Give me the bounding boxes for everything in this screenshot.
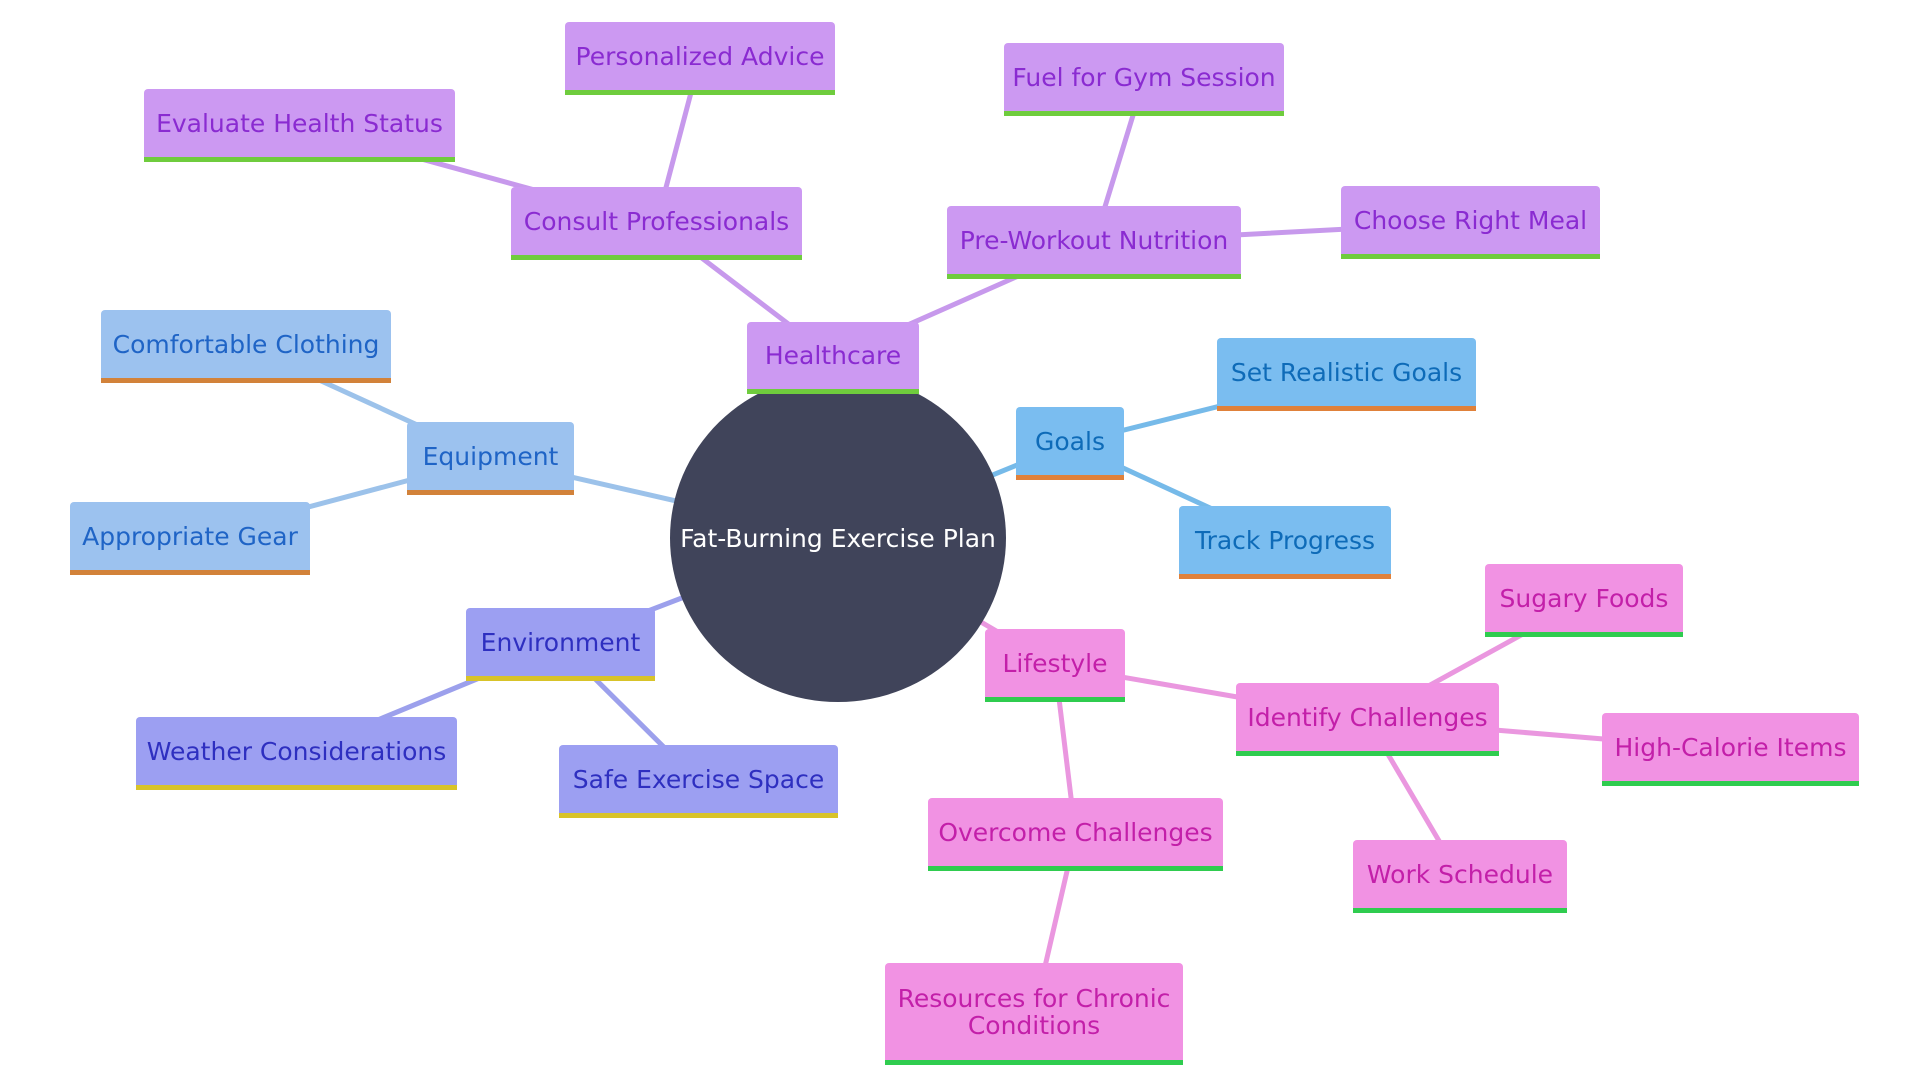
node-goals[interactable]: Goals [1016,407,1124,480]
node-appropriate-gear[interactable]: Appropriate Gear [70,502,310,575]
node-high-calorie-items[interactable]: High-Calorie Items [1602,713,1859,786]
node-equipment[interactable]: Equipment [407,422,574,495]
node-fuel-for-gym-session[interactable]: Fuel for Gym Session [1004,43,1284,116]
node-healthcare[interactable]: Healthcare [747,322,919,394]
node-comfortable-clothing[interactable]: Comfortable Clothing [101,310,391,383]
node-overcome-challenges[interactable]: Overcome Challenges [928,798,1223,871]
node-work-schedule[interactable]: Work Schedule [1353,840,1567,913]
node-evaluate-health-status[interactable]: Evaluate Health Status [144,89,455,162]
node-pre-workout-nutrition[interactable]: Pre-Workout Nutrition [947,206,1241,279]
node-safe-exercise-space[interactable]: Safe Exercise Space [559,745,838,818]
node-resources-for-chronic-conditions[interactable]: Resources for Chronic Conditions [885,963,1183,1065]
node-track-progress[interactable]: Track Progress [1179,506,1391,579]
node-consult-professionals[interactable]: Consult Professionals [511,187,802,260]
node-identify-challenges[interactable]: Identify Challenges [1236,683,1499,756]
node-lifestyle[interactable]: Lifestyle [985,629,1125,702]
node-weather-considerations[interactable]: Weather Considerations [136,717,457,790]
node-sugary-foods[interactable]: Sugary Foods [1485,564,1683,637]
node-environment[interactable]: Environment [466,608,655,681]
node-personalized-advice[interactable]: Personalized Advice [565,22,835,95]
node-choose-right-meal[interactable]: Choose Right Meal [1341,186,1600,259]
node-set-realistic-goals[interactable]: Set Realistic Goals [1217,338,1476,411]
root-node[interactable]: Fat-Burning Exercise Plan [670,374,1006,702]
